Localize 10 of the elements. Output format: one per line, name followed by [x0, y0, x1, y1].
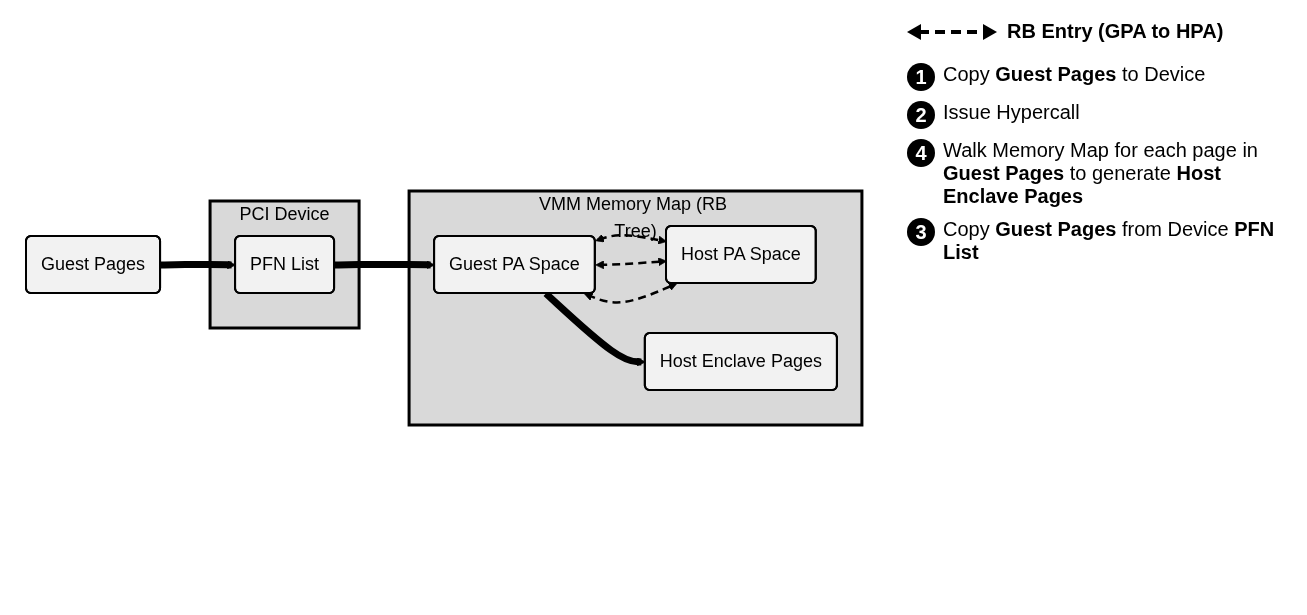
- arrow: [583, 282, 677, 304]
- step-description: Copy Guest Pages from Device PFN List: [943, 218, 1276, 264]
- step-description: Copy Guest Pages to Device: [943, 63, 1206, 86]
- step-number: 3: [907, 218, 935, 246]
- step-number: 4: [907, 139, 935, 167]
- step-number: 2: [907, 101, 935, 129]
- step-number: 1: [907, 63, 935, 91]
- legend-text: RB Entry (GPA to HPA): [1007, 20, 1224, 43]
- step-description: Walk Memory Map for each page in Guest Pages to generate Host Enclave Pages: [943, 139, 1259, 208]
- step-description: Issue Hypercall: [943, 101, 1080, 124]
